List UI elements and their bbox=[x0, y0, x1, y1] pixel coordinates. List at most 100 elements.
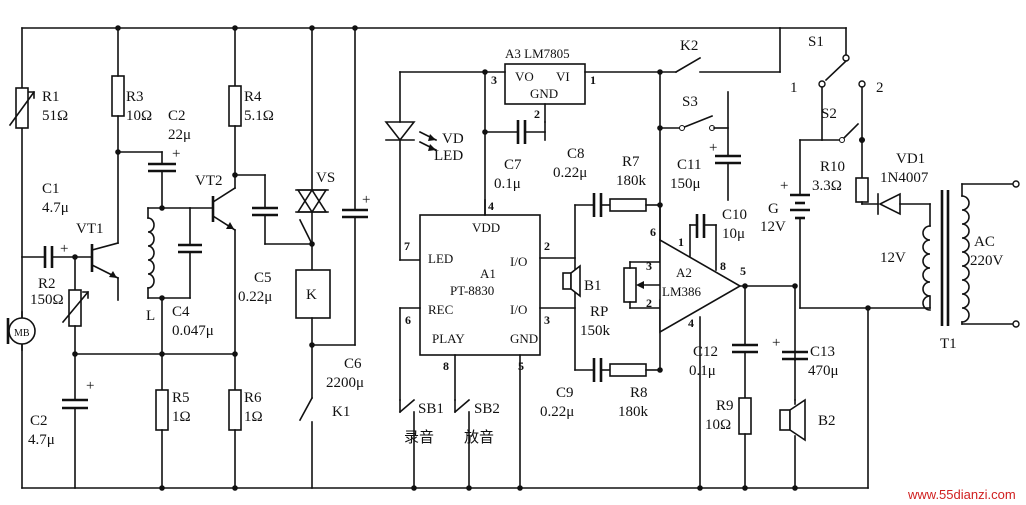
speaker-b1 bbox=[562, 204, 581, 371]
pin-gnd-a3: GND bbox=[530, 86, 558, 101]
battery-g: + bbox=[780, 139, 931, 309]
capacitor-c11: + bbox=[709, 140, 741, 201]
value-c13: 470μ bbox=[808, 363, 839, 379]
value-r3: 10Ω bbox=[126, 108, 152, 124]
pinnum-a1-7: 7 bbox=[404, 239, 410, 253]
value-c1: 4.7μ bbox=[42, 200, 69, 216]
label-c4: C4 bbox=[172, 304, 190, 320]
part-vd1: 1N4007 bbox=[880, 170, 929, 186]
label-vs: VS bbox=[316, 170, 335, 186]
pinnum-a2-4: 4 bbox=[688, 316, 694, 330]
value-c12: 0.1μ bbox=[689, 363, 716, 379]
value-c7: 0.1μ bbox=[494, 176, 521, 192]
pinnum-a1-2: 2 bbox=[544, 239, 550, 253]
pin-io-2: I/O bbox=[510, 302, 527, 317]
value-r9: 10Ω bbox=[705, 417, 731, 433]
label-b2: B2 bbox=[818, 413, 836, 429]
speaker-b2 bbox=[779, 398, 806, 489]
pinnum-a3-1: 1 bbox=[590, 73, 596, 87]
label-c10: C10 bbox=[722, 207, 747, 223]
value-c2-lower: 4.7μ bbox=[28, 432, 55, 448]
capacitor-c12 bbox=[732, 343, 758, 399]
value-c10: 10μ bbox=[722, 226, 745, 242]
pinnum-a2-8: 8 bbox=[720, 259, 726, 273]
value-r2: 150Ω bbox=[30, 292, 64, 308]
label-r8: R8 bbox=[630, 385, 648, 401]
chip-a1 bbox=[399, 199, 576, 489]
label-a2: A2 bbox=[676, 265, 692, 280]
led-vd bbox=[384, 71, 438, 261]
label-s2: S2 bbox=[821, 106, 837, 122]
switch-s3 bbox=[659, 91, 729, 157]
label-c13: C13 bbox=[810, 344, 835, 360]
resistor-r9 bbox=[738, 397, 752, 489]
switch-s2 bbox=[821, 122, 865, 143]
label-vd1: VD1 bbox=[896, 151, 925, 167]
label-c2-upper: C2 bbox=[168, 108, 186, 124]
value-r1: 51Ω bbox=[42, 108, 68, 124]
label-r10: R10 bbox=[820, 159, 845, 175]
pinnum-a1-8: 8 bbox=[443, 359, 449, 373]
label-s1: S1 bbox=[808, 34, 824, 50]
label-12v: 12V bbox=[880, 250, 906, 266]
label-c12: C12 bbox=[693, 344, 718, 360]
label-rp: RP bbox=[590, 304, 608, 320]
label-c8: C8 bbox=[567, 146, 585, 162]
pinnum-a2-5: 5 bbox=[740, 264, 746, 278]
svg-text:+: + bbox=[772, 335, 780, 351]
pinnum-a3-3: 3 bbox=[491, 73, 497, 87]
label-g: G bbox=[768, 201, 779, 217]
pinnum-a2-2: 2 bbox=[646, 296, 652, 310]
label-r2: R2 bbox=[38, 276, 56, 292]
pinnum-a3-2: 2 bbox=[534, 107, 540, 121]
resistor-r5 bbox=[155, 389, 169, 489]
pinnum-a1-4: 4 bbox=[488, 199, 494, 213]
pin-vi: VI bbox=[556, 69, 570, 84]
value-c11: 150μ bbox=[670, 176, 701, 192]
resistor-r10 bbox=[855, 139, 879, 205]
svg-text:+: + bbox=[709, 140, 717, 156]
junction-dots bbox=[72, 25, 871, 491]
label-c2-lower: C2 bbox=[30, 413, 48, 429]
label-sb2-play: 放音 bbox=[464, 428, 494, 446]
transformer-t1 bbox=[922, 180, 1020, 328]
label-mb: MB bbox=[14, 328, 30, 339]
pin-rec: REC bbox=[428, 302, 453, 317]
value-rp: 150k bbox=[580, 323, 611, 339]
transistor-vt1 bbox=[90, 242, 120, 301]
resistor-r4 bbox=[228, 27, 242, 189]
capacitor-c9-resistor-r8 bbox=[574, 299, 661, 382]
part-a1: PT-8830 bbox=[450, 283, 494, 298]
capacitor-c1: + bbox=[21, 241, 93, 268]
capacitor-c4 bbox=[161, 207, 214, 391]
regulator-a3 bbox=[399, 63, 661, 123]
label-s3: S3 bbox=[682, 94, 698, 110]
label-ac: AC bbox=[974, 234, 995, 250]
label-r7: R7 bbox=[622, 154, 640, 170]
value-c8: 0.22μ bbox=[553, 165, 587, 181]
switch-s1 bbox=[779, 27, 866, 141]
value-c5: 0.22μ bbox=[238, 289, 272, 305]
pinnum-a2-6: 6 bbox=[650, 225, 656, 239]
watermark-text: www.55dianzi.com bbox=[907, 487, 1016, 502]
switch-sb1 bbox=[398, 398, 416, 489]
label-c6: C6 bbox=[344, 356, 362, 372]
svg-text:+: + bbox=[60, 241, 68, 257]
svg-text:+: + bbox=[172, 146, 180, 162]
svg-text:+: + bbox=[86, 378, 94, 394]
triac-vs bbox=[295, 27, 329, 271]
pin-led: LED bbox=[428, 251, 453, 266]
part-a2: LM386 bbox=[662, 284, 702, 299]
label-r3: R3 bbox=[126, 89, 144, 105]
capacitor-c6: + bbox=[342, 27, 370, 346]
pinnum-a2-3: 3 bbox=[646, 259, 652, 273]
label-l: L bbox=[146, 308, 155, 324]
pin-gnd-a1: GND bbox=[510, 331, 538, 346]
label-sb1: SB1 bbox=[418, 401, 444, 417]
variable-resistor-r2 bbox=[61, 256, 90, 355]
value-r4: 5.1Ω bbox=[244, 108, 274, 124]
capacitor-c7 bbox=[484, 71, 546, 216]
label-pos1: 1 bbox=[790, 80, 798, 96]
pin-io-1: I/O bbox=[510, 254, 527, 269]
